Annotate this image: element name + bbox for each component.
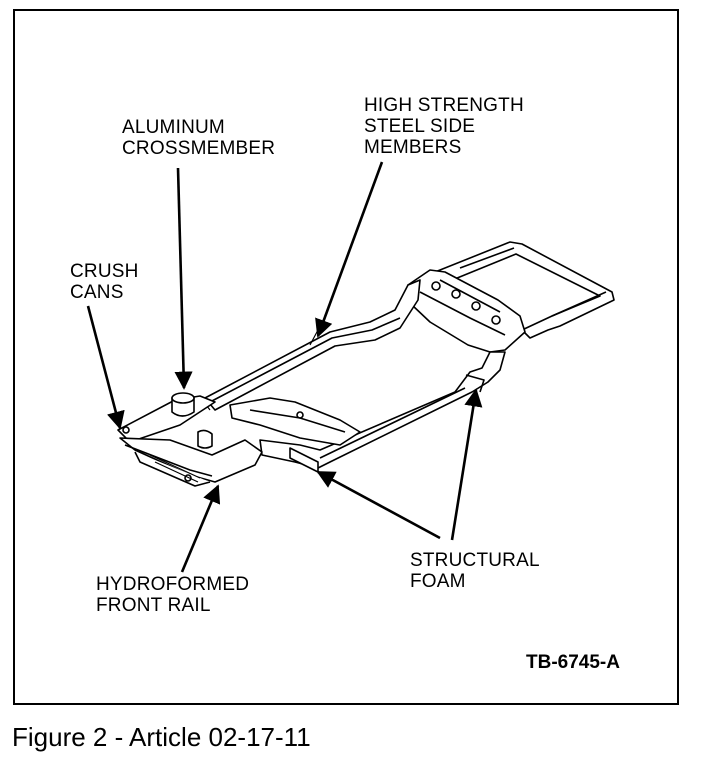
- label-line: CRUSH: [70, 261, 139, 282]
- left-side-member: [204, 279, 421, 411]
- label-line: HIGH STRENGTH: [364, 95, 524, 116]
- leader-arrows: [86, 161, 483, 573]
- label-line: CROSSMEMBER: [122, 138, 276, 159]
- label-line: STEEL SIDE: [364, 116, 476, 137]
- label-line: HYDROFORMED: [96, 574, 250, 595]
- front-rail-right: [119, 437, 263, 483]
- arrow-foam-left: [316, 470, 441, 540]
- label-line: FOAM: [410, 571, 466, 592]
- front-crossmember: [229, 397, 361, 446]
- chassis-frame: [117, 241, 615, 487]
- arrow-hydroformed-rail: [180, 484, 221, 573]
- label-line: ALUMINUM: [122, 117, 225, 138]
- arrow-foam-right: [450, 388, 483, 541]
- rear-crossmember: [407, 269, 526, 353]
- label-line: STRUCTURAL: [410, 550, 540, 571]
- reference-code: TB-6745-A: [526, 652, 620, 673]
- label-aluminum-crossmember: ALUMINUM CROSSMEMBER: [122, 117, 275, 159]
- figure-caption: Figure 2 - Article 02-17-11: [12, 722, 311, 752]
- label-hydroformed-front-rail: HYDROFORMED FRONT RAIL: [96, 574, 249, 616]
- label-line: FRONT RAIL: [96, 595, 211, 616]
- label-high-strength-members: HIGH STRENGTH STEEL SIDE MEMBERS: [364, 95, 524, 158]
- label-crush-cans: CRUSH CANS: [70, 261, 139, 303]
- arrow-aluminum-crossmember: [174, 167, 193, 390]
- arrow-high-strength-members: [315, 161, 384, 338]
- label-line: MEMBERS: [364, 137, 462, 158]
- label-line: CANS: [70, 282, 124, 303]
- figure-frame: [13, 9, 679, 705]
- label-structural-foam: STRUCTURAL FOAM: [410, 550, 540, 592]
- arrow-crush-cans: [86, 305, 125, 430]
- rear-cradle: [419, 241, 615, 339]
